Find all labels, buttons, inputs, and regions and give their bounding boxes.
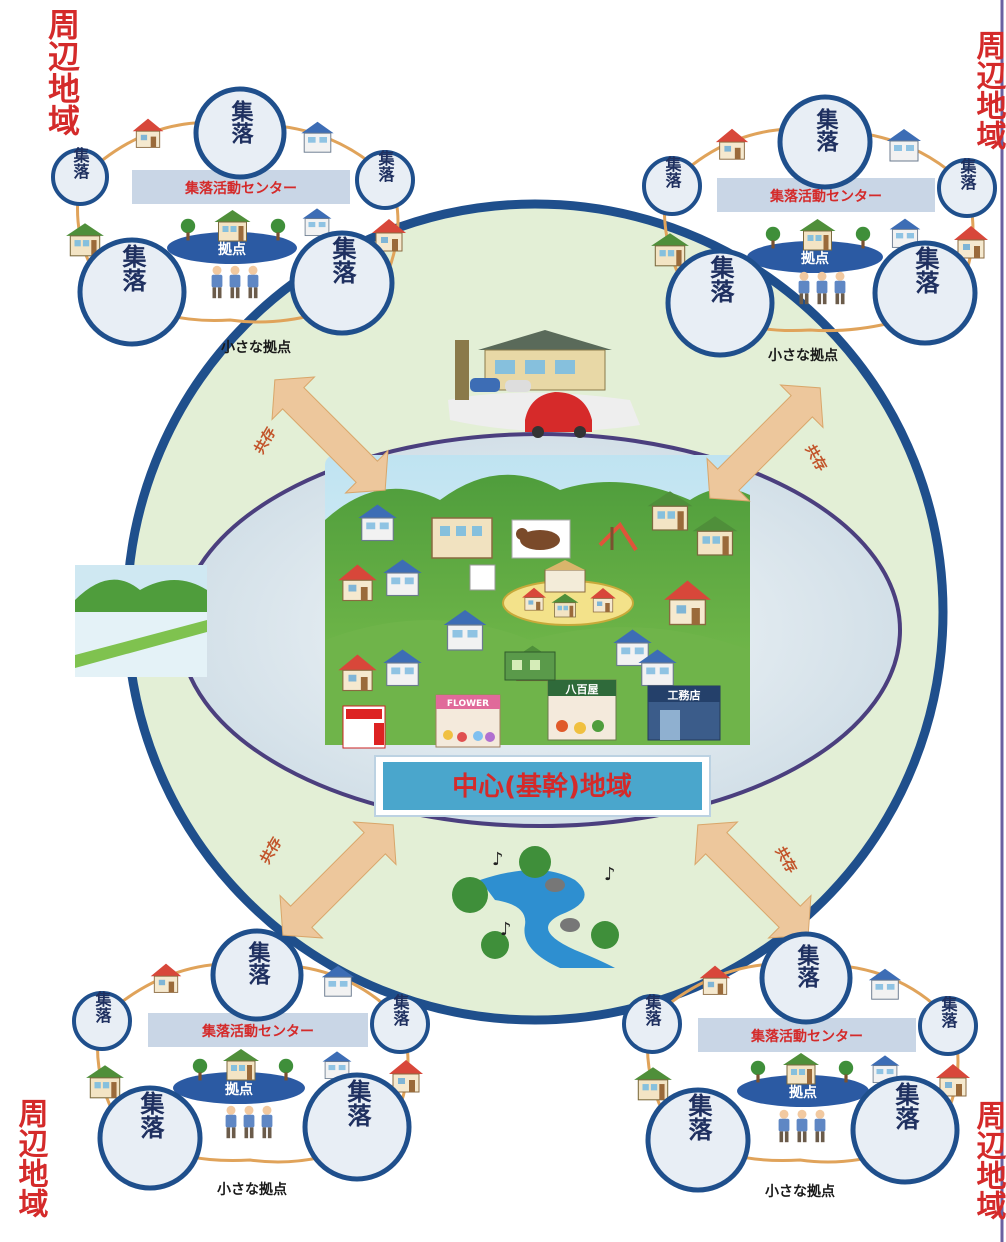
settlement-label: 集落 bbox=[891, 1081, 920, 1131]
settlement-label: 集落 bbox=[939, 995, 959, 1029]
settlement-label: 集落 bbox=[245, 940, 272, 986]
settlement-label: 集落 bbox=[643, 993, 663, 1027]
settlement-label: 集落 bbox=[71, 146, 91, 180]
settlement-label: 集落 bbox=[794, 943, 821, 989]
peripheral-label-text: 周辺地域 bbox=[971, 30, 1006, 150]
settlement-label: 集落 bbox=[376, 149, 396, 183]
settlement-label: 集落 bbox=[228, 99, 255, 145]
settlement-label: 集落 bbox=[391, 993, 411, 1027]
settlement-label: 集落 bbox=[813, 107, 840, 153]
yaoya-sign: 八百屋 bbox=[565, 683, 599, 696]
kyoten-label: 拠点 bbox=[218, 241, 246, 258]
school-icon bbox=[432, 518, 492, 558]
farmer-icon bbox=[212, 266, 223, 298]
cluster-top-left: 集落活動センター 拠点 集落 集落 集落 集落 集落 小さな拠点 bbox=[53, 89, 413, 356]
settlement-center-label: 集落活動センター bbox=[750, 1028, 863, 1045]
settlement-label: 集落 bbox=[958, 157, 978, 191]
settlement-label: 集落 bbox=[706, 254, 735, 304]
builder-shop-icon: 工務店 bbox=[648, 686, 720, 740]
shop-building-icon bbox=[505, 652, 555, 680]
peripheral-label-text: 周辺地域 bbox=[43, 8, 81, 136]
settlement-label: 集落 bbox=[343, 1078, 372, 1128]
peripheral-label-text: 周辺地域 bbox=[971, 1100, 1006, 1220]
small-hub-caption: 小さな拠点 bbox=[221, 339, 291, 356]
builder-sign: 工務店 bbox=[668, 688, 701, 702]
settlement-label: 集落 bbox=[93, 990, 113, 1024]
greengrocer-icon: 八百屋 bbox=[548, 680, 616, 740]
music-note-icon: ♪ bbox=[604, 864, 616, 885]
mailbox-icon bbox=[343, 706, 385, 748]
settlement-label: 集落 bbox=[663, 155, 683, 189]
center-region-banner: 中心(基幹)地域 bbox=[375, 756, 710, 816]
settlement-label: 集落 bbox=[911, 245, 940, 295]
rice-field-icon bbox=[75, 565, 207, 677]
town-illustration: FLOWER 八百屋 工務店 bbox=[325, 455, 750, 748]
peripheral-label-top-left: 周辺地域 bbox=[43, 8, 81, 136]
peripheral-label-bottom-left: 周辺地域 bbox=[13, 1098, 49, 1218]
small-hub-caption: 小さな拠点 bbox=[217, 1181, 287, 1198]
settlement-center-label: 集落活動センター bbox=[769, 188, 882, 205]
settlement-label: 集落 bbox=[684, 1092, 713, 1142]
music-note-icon: ♪ bbox=[492, 849, 504, 870]
cow-icon bbox=[512, 520, 570, 558]
small-hub-caption: 小さな拠点 bbox=[765, 1183, 835, 1200]
kyoten-label: 拠点 bbox=[225, 1081, 253, 1098]
kyoten-label: 拠点 bbox=[801, 250, 829, 267]
peripheral-label-text: 周辺地域 bbox=[13, 1098, 49, 1218]
peripheral-label-top-right: 周辺地域 bbox=[971, 30, 1006, 150]
settlement-label: 集落 bbox=[118, 243, 147, 293]
center-region-title: 中心(基幹)地域 bbox=[452, 771, 632, 802]
settlement-center-label: 集落活動センター bbox=[201, 1023, 314, 1040]
settlement-center-label: 集落活動センター bbox=[184, 180, 297, 197]
flower-shop-sign: FLOWER bbox=[447, 699, 489, 709]
kyoten-label: 拠点 bbox=[789, 1084, 817, 1101]
small-hub-caption: 小さな拠点 bbox=[768, 347, 838, 364]
settlement-label: 集落 bbox=[328, 235, 357, 285]
peripheral-label-bottom-right: 周辺地域 bbox=[971, 1100, 1006, 1220]
flower-shop-icon: FLOWER bbox=[436, 695, 500, 747]
music-note-icon: ♪ bbox=[500, 919, 512, 940]
settlement-label: 集落 bbox=[136, 1090, 165, 1140]
